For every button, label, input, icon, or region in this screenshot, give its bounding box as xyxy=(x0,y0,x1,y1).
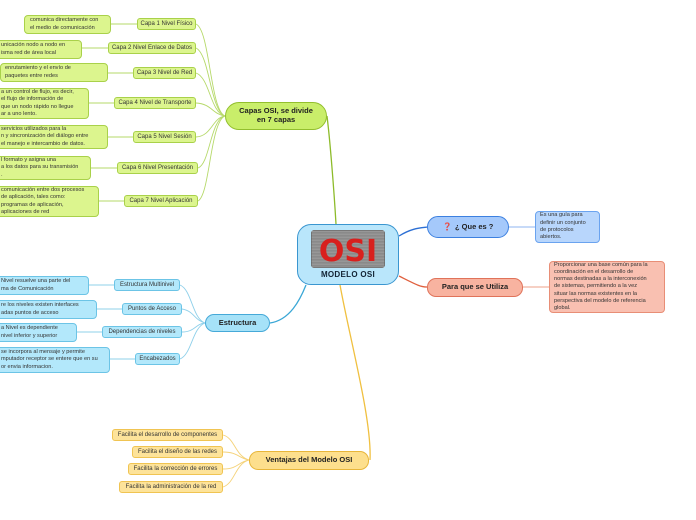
capa-1-node[interactable]: Capa 1 Nivel Físico xyxy=(137,18,196,30)
ventaja-3-node[interactable]: Facilita la corrección de errores xyxy=(128,463,223,475)
ventajas-node[interactable]: Ventajas del Modelo OSI xyxy=(249,451,369,470)
para-que-se-utiliza-node[interactable]: Para que se Utiliza xyxy=(427,278,523,297)
desc-line: el flujo de información de xyxy=(1,96,74,103)
puntos-de-acceso-label: Puntos de Acceso xyxy=(128,306,176,313)
dependencias-node[interactable]: Dependencias de niveles xyxy=(102,326,182,338)
desc-line: enrutamiento y el envío de xyxy=(5,65,71,72)
desc-line: a los datos para su transmisión xyxy=(1,164,78,171)
desc-line: Nivel resuelve una parte del xyxy=(1,278,70,285)
capa-2-label: Capa 2 Nivel Enlace de Datos xyxy=(112,45,192,52)
capa-3-node[interactable]: Capa 3 Nivel de Red xyxy=(133,67,196,79)
capa-5-label: Capa 5 Nivel Sesión xyxy=(137,134,191,141)
capa-3-label: Capa 3 Nivel de Red xyxy=(137,70,192,77)
ventaja-4-label: Facilita la administración de la red xyxy=(126,484,217,491)
capas-osi-title: Capas OSI, se divide en 7 capas xyxy=(237,107,315,124)
desc-line: el medio de comunicación xyxy=(30,25,98,32)
desc-line: adas puntos de acceso xyxy=(1,310,79,317)
que-es-node[interactable]: ❓ ¿ Que es ? xyxy=(427,216,509,238)
desc-line: se incorpora al mensaje y permite xyxy=(1,349,98,356)
desc-line: unicación nodo a nodo en xyxy=(1,42,65,49)
capa-2-node[interactable]: Capa 2 Nivel Enlace de Datos xyxy=(108,42,196,54)
desc-line: de aplicación, tales como: xyxy=(1,194,84,201)
encabezados-label: Encabezados xyxy=(139,356,175,363)
ventaja-2-label: Facilita el diseño de las redes xyxy=(138,449,217,456)
desc-line: normas destinadas a la interconexión xyxy=(554,276,648,283)
osi-logo-image: OSI xyxy=(311,230,385,268)
capa-6-node[interactable]: Capa 6 Nivel Presentación xyxy=(117,162,198,174)
capa-4-description[interactable]: a un control de flujo, es decir,el flujo… xyxy=(0,88,89,119)
desc-line: a un control de flujo, es decir, xyxy=(1,89,74,96)
desc-line: Proporcionar una base común para la xyxy=(554,262,648,269)
ventaja-1-label: Facilita el desarrollo de componentes xyxy=(118,432,217,439)
desc-line: comunica directamente con xyxy=(30,17,98,24)
estructura-node[interactable]: Estructura xyxy=(205,314,270,332)
desc-line: . xyxy=(1,172,78,179)
desc-line: isma red de área local xyxy=(1,50,65,57)
capa-1-label: Capa 1 Nivel Físico xyxy=(140,21,192,28)
desc-line: el manejo e intercambio de datos. xyxy=(1,141,88,148)
desc-line: definir un conjunto xyxy=(540,220,586,227)
desc-line: programas de aplicación, xyxy=(1,202,84,209)
desc-line: comunicación entre dos procesos xyxy=(1,187,84,194)
desc-line: servicios utilizados para la xyxy=(1,126,88,133)
desc-line: de protocolos xyxy=(540,227,586,234)
desc-line: global. xyxy=(554,305,648,312)
desc-line: perspectiva del modelo de referencia xyxy=(554,298,648,305)
ventaja-3-label: Facilita la corrección de errores xyxy=(134,466,218,473)
capa-5-node[interactable]: Capa 5 Nivel Sesión xyxy=(133,131,196,143)
center-title: MODELO OSI xyxy=(298,270,398,279)
desc-line: abiertos. xyxy=(540,234,586,241)
desc-line: a Nivel es dependiente xyxy=(1,325,58,332)
estructura-multinivel-label: Estructura Multinivel xyxy=(120,282,174,289)
question-mark-icon: ❓ xyxy=(443,223,452,232)
desc-line: paquetes entre redes xyxy=(5,73,71,80)
puntos-de-acceso-node[interactable]: Puntos de Acceso xyxy=(122,303,182,315)
capa-7-node[interactable]: Capa 7 Nivel Aplicación xyxy=(124,195,198,207)
desc-line: aplicaciones de red xyxy=(1,209,84,216)
estructura-title: Estructura xyxy=(219,319,257,328)
capa-6-label: Capa 6 Nivel Presentación xyxy=(122,165,193,172)
ventaja-4-node[interactable]: Facilita la administración de la red xyxy=(119,481,223,493)
capa-4-node[interactable]: Capa 4 Nivel de Transporte xyxy=(114,97,196,109)
osi-logo-text: OSI xyxy=(319,234,377,268)
capas-osi-node[interactable]: Capas OSI, se divide en 7 capas xyxy=(225,102,327,130)
center-node-modelo-osi[interactable]: OSI MODELO OSI xyxy=(297,224,399,285)
desc-line: situar las normas existentes en la xyxy=(554,291,648,298)
desc-line: ma de Comunicación xyxy=(1,286,70,293)
desc-line: or envia informacion. xyxy=(1,364,98,371)
desc-line: l formato y asigna una xyxy=(1,157,78,164)
ventajas-title: Ventajas del Modelo OSI xyxy=(266,456,353,465)
dependencias-label: Dependencias de niveles xyxy=(108,329,175,336)
desc-line: re los niveles existen interfaces xyxy=(1,302,79,309)
desc-line: mputador receptor se entere que en su xyxy=(1,356,98,363)
desc-line: ar a uno lento. xyxy=(1,111,74,118)
desc-line: Es una guía para xyxy=(540,212,586,219)
estructura-multinivel-node[interactable]: Estructura Multinivel xyxy=(114,279,180,291)
para-que-title: Para que se Utiliza xyxy=(442,283,508,292)
que-es-title: ¿ Que es ? xyxy=(455,223,493,232)
desc-line: de sistemas, permitiendo a la vez xyxy=(554,283,648,290)
ventaja-1-node[interactable]: Facilita el desarrollo de componentes xyxy=(112,429,223,441)
ventaja-2-node[interactable]: Facilita el diseño de las redes xyxy=(132,446,223,458)
encabezados-node[interactable]: Encabezados xyxy=(135,353,180,365)
desc-line: que un nodo rápido no llegue xyxy=(1,104,74,111)
desc-line: n y sincronización del diálogo entre xyxy=(1,133,88,140)
desc-line: nivel inferior y superior xyxy=(1,333,58,340)
capa-4-label: Capa 4 Nivel de Transporte xyxy=(118,100,191,107)
capa-7-label: Capa 7 Nivel Aplicación xyxy=(129,198,192,205)
desc-line: coordinación en el desarrollo de xyxy=(554,269,648,276)
